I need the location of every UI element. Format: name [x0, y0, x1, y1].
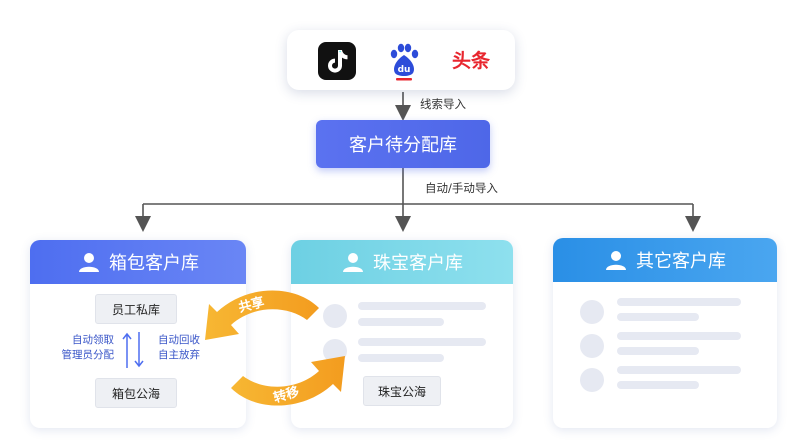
other-card-title: 其它客户库: [636, 251, 726, 272]
auto-manual-import-label: 自动/手动导入: [425, 181, 498, 195]
placeholder-avatar: [580, 334, 604, 358]
user-icon: [606, 251, 626, 270]
bags-right-notes: 自动回收 自主放弃: [158, 333, 200, 363]
jewelry-card-title: 珠宝客户库: [373, 253, 463, 274]
other-card-header: 其它客户库: [553, 238, 777, 282]
share-arrow: [205, 290, 319, 340]
placeholder-avatar: [580, 368, 604, 392]
placeholder-avatar: [580, 300, 604, 324]
placeholder-line: [617, 366, 741, 374]
placeholder-line: [358, 354, 444, 362]
lead-import-label: 线索导入: [420, 97, 466, 111]
jewelry-card-header: 珠宝客户库: [291, 240, 513, 284]
placeholder-line: [358, 338, 486, 346]
placeholder-line: [617, 313, 699, 321]
tiktok-icon: [318, 42, 356, 80]
placeholder-line: [617, 298, 741, 306]
up-down-arrows-icon: [122, 332, 144, 368]
placeholder-avatar: [323, 304, 347, 328]
auto-recycle-label: 自动回收: [158, 334, 200, 346]
placeholder-line: [358, 318, 444, 326]
share-transfer-arrows: [205, 290, 345, 406]
user-icon: [343, 253, 363, 272]
placeholder-line: [617, 381, 699, 389]
bags-card-header: 箱包客户库: [30, 240, 246, 284]
placeholder-line: [617, 332, 741, 340]
toutiao-icon: 头条: [451, 50, 490, 72]
jewelry-public-box[interactable]: 珠宝公海: [363, 376, 441, 406]
pending-pool-button[interactable]: 客户待分配库: [316, 120, 490, 168]
self-abandon-label: 自主放弃: [158, 349, 200, 361]
transfer-arrow: [231, 356, 345, 406]
placeholder-line: [617, 347, 699, 355]
bags-card-title: 箱包客户库: [109, 253, 199, 274]
user-icon: [79, 253, 99, 272]
bags-public-box[interactable]: 箱包公海: [95, 378, 177, 408]
baidu-icon: du: [386, 42, 422, 82]
placeholder-line: [358, 302, 486, 310]
bags-left-notes: 自动领取 管理员分配: [52, 333, 115, 363]
employee-private-box[interactable]: 员工私库: [95, 294, 177, 324]
svg-text:du: du: [398, 65, 411, 75]
auto-claim-label: 自动领取: [72, 334, 114, 346]
admin-assign-label: 管理员分配: [61, 349, 115, 361]
